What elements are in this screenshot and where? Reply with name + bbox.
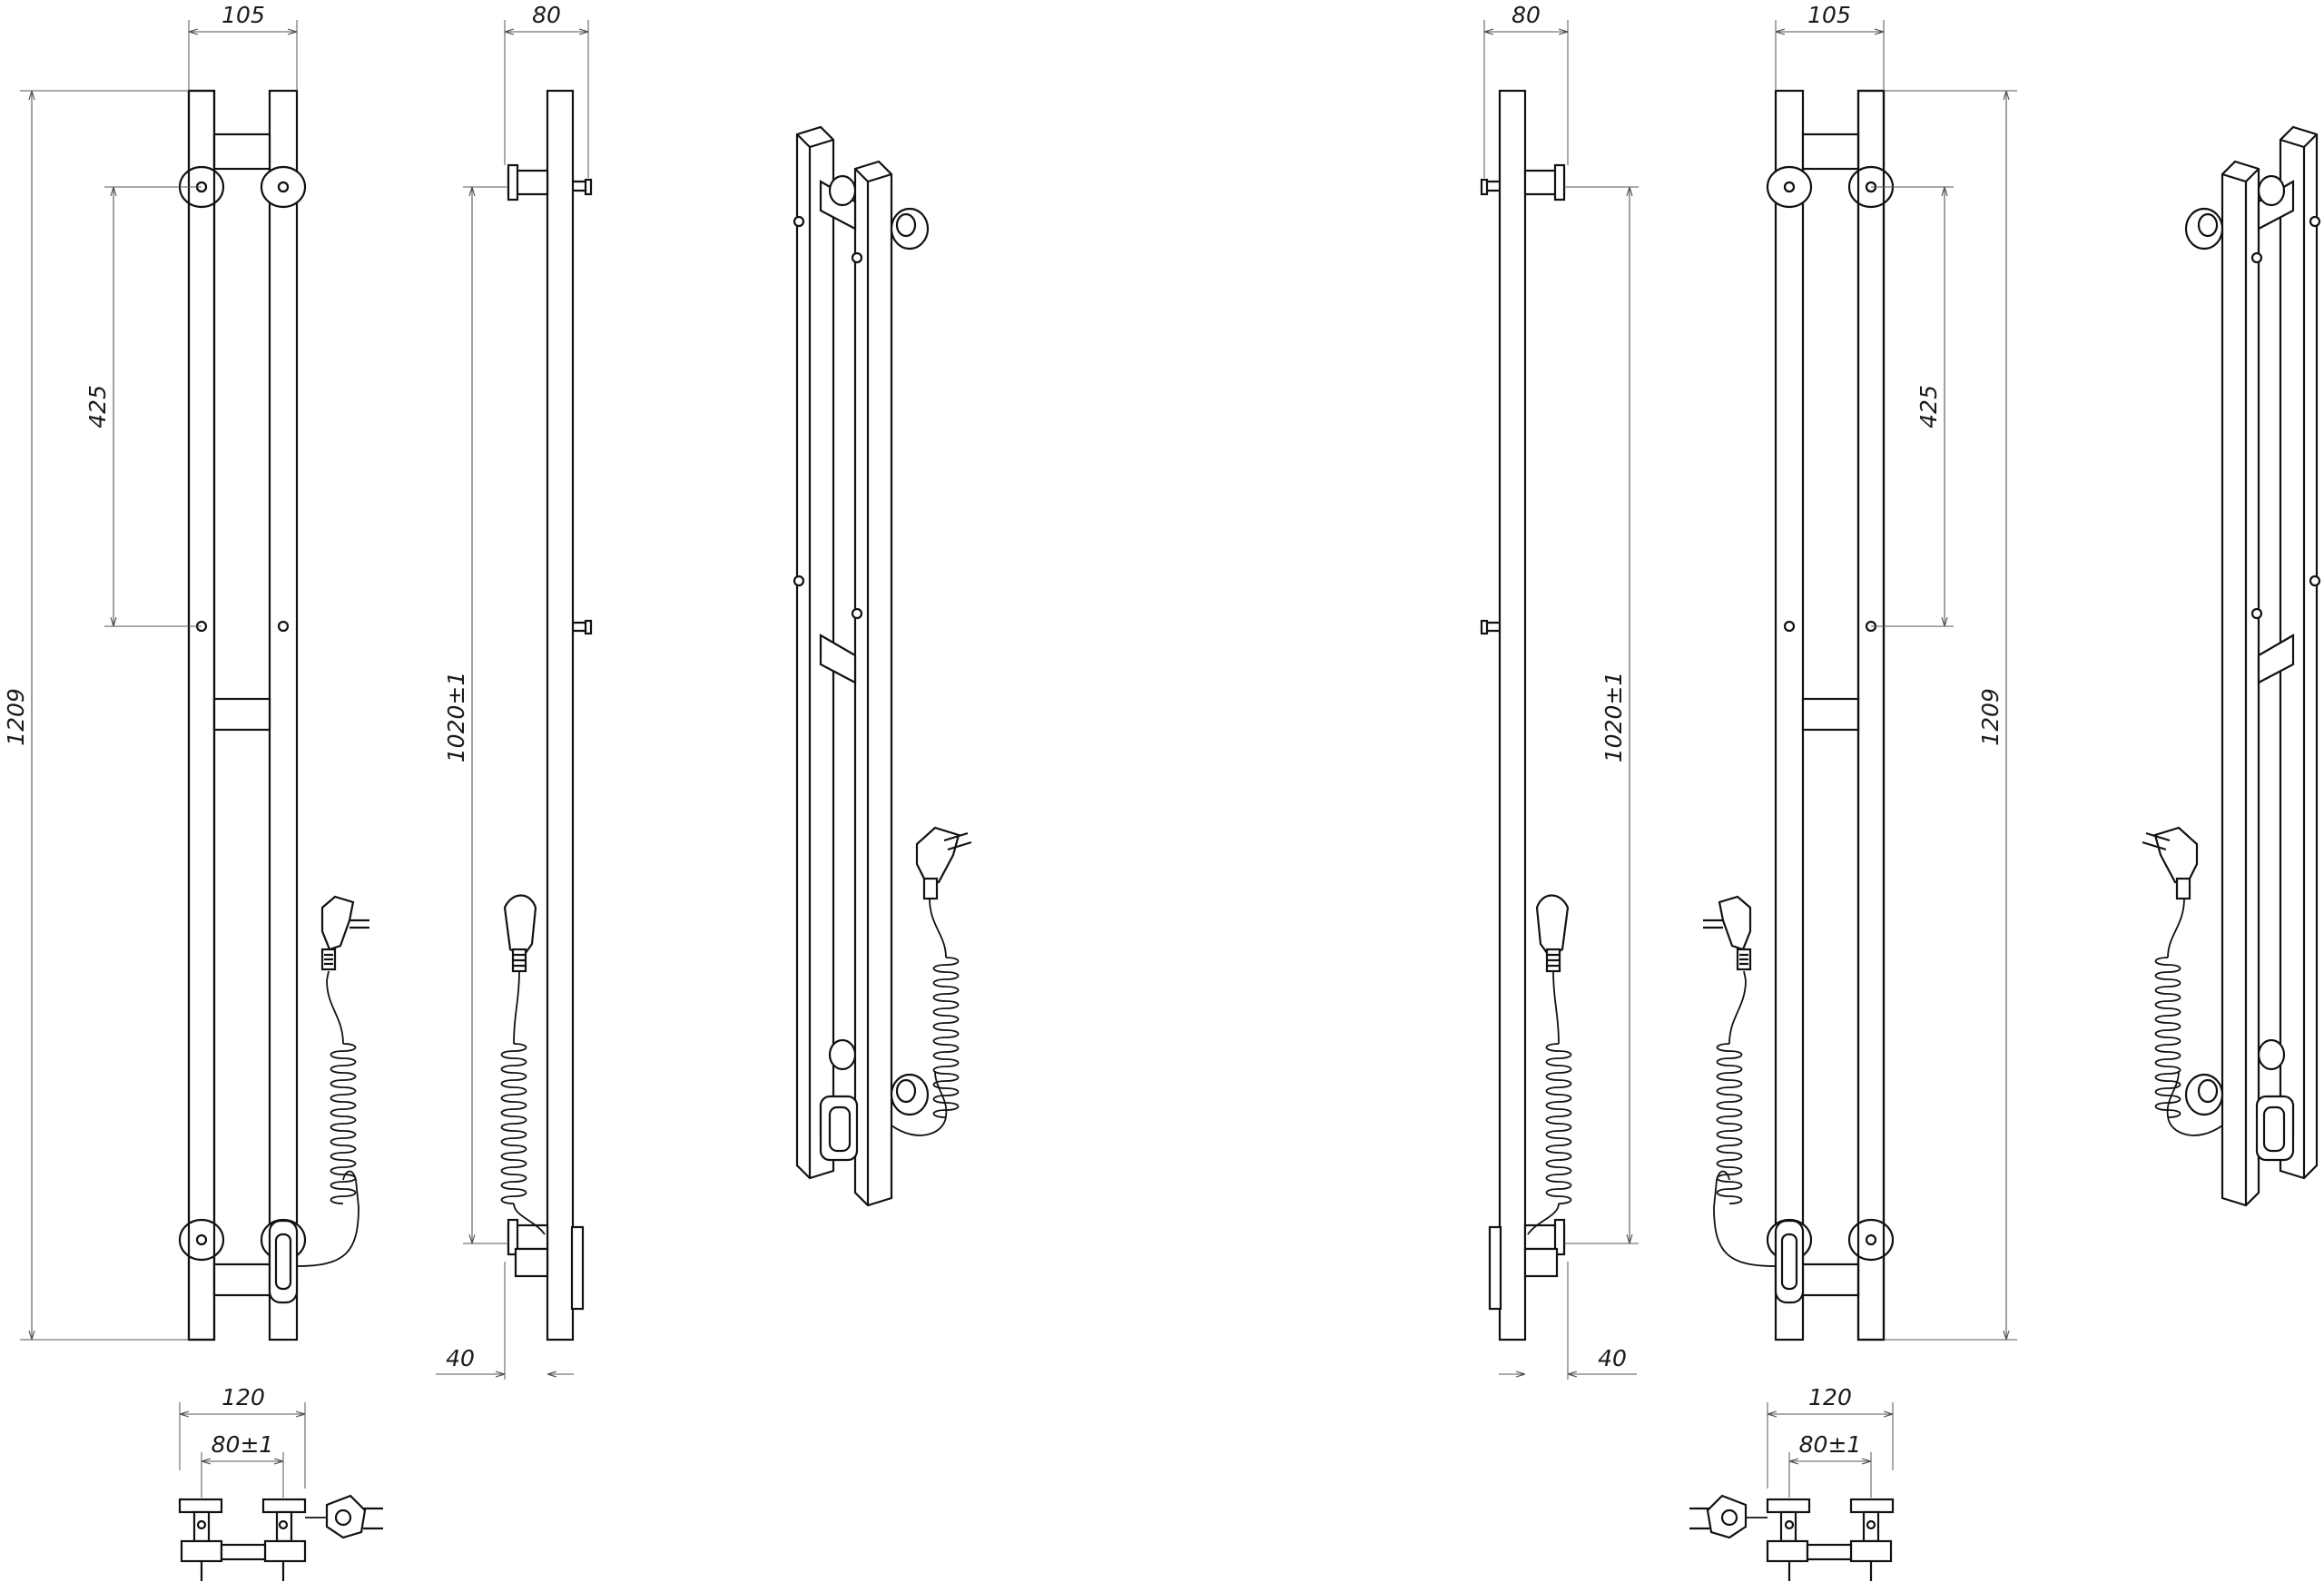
label-left-425: 425 (84, 385, 111, 428)
label-left-120: 120 (222, 1384, 265, 1410)
label-right-425: 425 (1915, 385, 1942, 428)
right-side-view (1482, 91, 1571, 1340)
label-right-105: 105 (1807, 2, 1851, 28)
label-left-40: 40 (446, 1345, 475, 1371)
right-front-view (1703, 91, 1893, 1340)
left-dimensions (20, 20, 589, 1498)
label-right-1020: 1020±1 (1600, 672, 1627, 762)
label-right-40: 40 (1598, 1345, 1627, 1371)
label-left-80-1: 80±1 (212, 1431, 274, 1458)
label-right-80-1: 80±1 (1799, 1431, 1862, 1458)
left-top-view (178, 1494, 383, 1581)
label-left-105: 105 (222, 2, 265, 28)
label-right-120: 120 (1808, 1384, 1852, 1410)
label-left-80: 80 (532, 2, 561, 28)
label-left-1020: 1020±1 (443, 672, 469, 762)
label-right-1209: 1209 (1977, 688, 2004, 746)
left-iso-view (794, 127, 971, 1205)
left-side-view (502, 91, 592, 1340)
right-dimensions (1483, 20, 2017, 1498)
right-iso-view (2142, 127, 2319, 1205)
left-front-view (180, 91, 369, 1340)
right-top-view (1689, 1494, 1895, 1581)
label-right-80: 80 (1512, 2, 1541, 28)
label-left-1209: 1209 (3, 688, 29, 746)
